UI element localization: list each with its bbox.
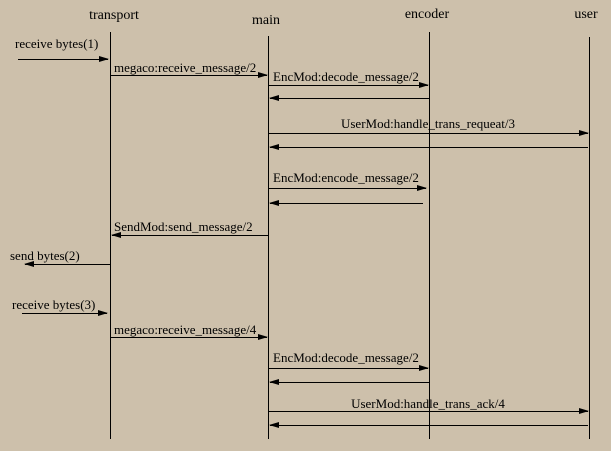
lifeline-user [589, 37, 590, 439]
message-arrow-receive-bytes-1 [18, 56, 109, 62]
lifeline-label-transport: transport [89, 8, 139, 23]
message-label-receive-message-2: megaco:receive_message/2 [114, 60, 257, 75]
message-arrow-handle-trans-ack [268, 408, 589, 414]
message-label-send-bytes-2: send bytes(2) [10, 248, 80, 263]
message-label-handle-trans-requeat: UserMod:handle_trans_requeat/3 [340, 116, 515, 131]
message-arrow-decode-message-2 [268, 365, 429, 371]
message-label-decode-message-1: EncMod:decode_message/2 [273, 69, 419, 84]
message-label-send-message: SendMod:send_message/2 [114, 219, 253, 234]
message-arrow-handle-trans-requeat [268, 130, 589, 136]
message-label-handle-trans-ack: UserMod:handle_trans_ack/4 [351, 396, 505, 411]
lifeline-label-user: user [574, 7, 598, 22]
message-arrow-receive-message-4 [110, 334, 268, 340]
return-arrow-handle-trans-ack [269, 422, 588, 428]
message-arrow-send-bytes-2 [24, 261, 110, 267]
return-arrow-encode-message [269, 200, 423, 206]
lifeline-label-encoder: encoder [404, 7, 450, 22]
message-label-receive-message-4: megaco:receive_message/4 [114, 322, 257, 337]
lifeline-main [268, 36, 269, 439]
message-arrow-decode-message-1 [268, 82, 429, 88]
message-label-encode-message: EncMod:encode_message/2 [273, 170, 419, 185]
message-arrow-receive-message-2 [110, 72, 268, 78]
lifeline-encoder [429, 32, 430, 439]
return-arrow-handle-trans-requeat [269, 144, 588, 150]
message-arrow-send-message [111, 232, 268, 238]
lifeline-transport [110, 32, 111, 439]
message-label-receive-bytes-3: receive bytes(3) [12, 297, 96, 312]
return-arrow-decode-message-2 [269, 379, 429, 385]
lifeline-label-main: main [252, 13, 280, 28]
return-arrow-decode-message-1 [269, 95, 429, 101]
message-arrow-receive-bytes-3 [22, 310, 108, 316]
message-label-receive-bytes-1: receive bytes(1) [15, 36, 99, 51]
message-label-decode-message-2: EncMod:decode_message/2 [273, 350, 419, 365]
message-arrow-encode-message [268, 185, 427, 191]
